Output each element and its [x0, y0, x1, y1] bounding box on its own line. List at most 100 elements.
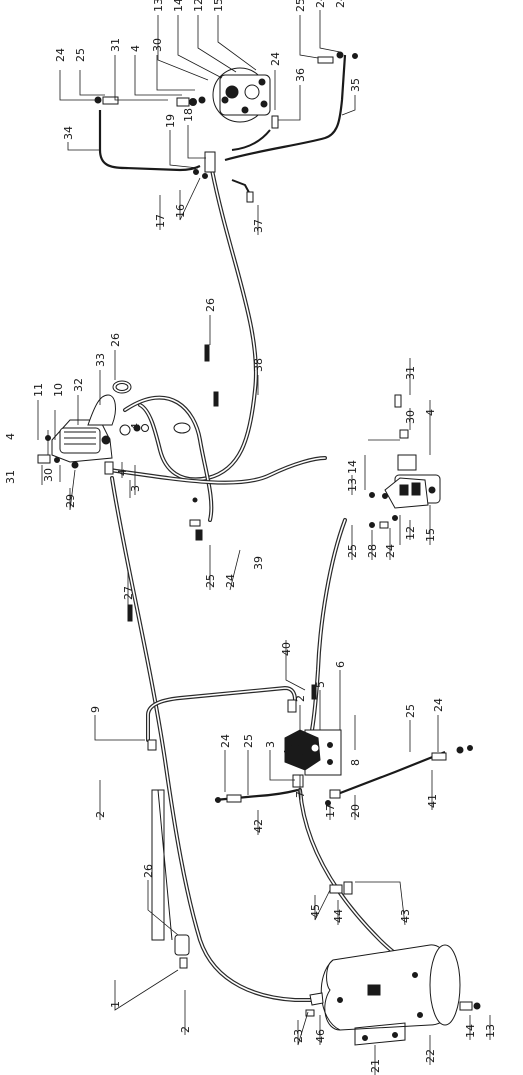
label-37: 37 — [252, 219, 265, 233]
label-15: 15 — [212, 0, 225, 12]
label-13: 13 — [346, 478, 359, 492]
label-18: 18 — [182, 108, 195, 122]
label-12: 12 — [192, 0, 205, 12]
label-42: 42 — [252, 819, 265, 833]
label-20: 20 — [349, 804, 362, 818]
label-14: 14 — [172, 0, 185, 12]
label-3: 3 — [264, 741, 277, 748]
part-numbers: 24 25 34 31 4 30 13 14 12 15 25 24 24 36… — [4, 0, 497, 1073]
label-45: 45 — [309, 904, 322, 918]
label-31: 31 — [404, 366, 417, 380]
label-4: 4 — [129, 423, 142, 430]
pipe-42 — [214, 788, 299, 802]
label-31: 31 — [109, 38, 122, 52]
label-24: 24 — [219, 734, 232, 748]
label-1: 1 — [109, 1001, 122, 1008]
label-25: 25 — [346, 544, 359, 558]
pipe-41 — [334, 750, 446, 797]
label-24: 24 — [384, 544, 397, 558]
label-6: 6 — [334, 661, 347, 668]
pipe-to-right-valve — [108, 456, 327, 485]
label-26: 26 — [142, 864, 155, 878]
air-tank — [305, 944, 481, 1046]
label-21: 21 — [369, 1059, 382, 1073]
rod-40 — [311, 684, 317, 700]
rod-27 — [127, 604, 133, 622]
label-22: 22 — [424, 1049, 437, 1063]
label-41: 41 — [426, 794, 439, 808]
label-38: 38 — [252, 358, 265, 372]
label-24: 24 — [432, 698, 445, 712]
label-25: 25 — [74, 48, 87, 62]
label-10: 10 — [52, 383, 65, 397]
label-4: 4 — [424, 409, 437, 416]
label-30: 30 — [151, 38, 164, 52]
label-26: 26 — [204, 298, 217, 312]
label-24: 24 — [334, 0, 347, 8]
pipe-35 — [224, 54, 347, 162]
filter-hose-26 — [147, 739, 190, 969]
label-13: 13 — [484, 1024, 497, 1038]
label-26: 26 — [109, 333, 122, 347]
label-25: 25 — [404, 704, 417, 718]
leader-lines — [37, 10, 491, 1075]
label-3: 3 — [129, 485, 142, 492]
label-33: 33 — [94, 353, 107, 367]
label-7: 7 — [294, 791, 307, 798]
label-5: 5 — [314, 681, 327, 688]
label-4: 4 — [4, 433, 17, 440]
label-43: 43 — [399, 909, 412, 923]
label-34: 34 — [62, 126, 75, 140]
label-16: 16 — [174, 204, 187, 218]
label-4: 4 — [282, 749, 295, 756]
label-4: 4 — [129, 45, 142, 52]
label-27: 27 — [122, 586, 135, 600]
rod-26-top — [204, 344, 219, 407]
pipe-39 — [123, 395, 214, 522]
label-24: 24 — [314, 0, 327, 8]
label-25: 25 — [294, 0, 307, 12]
label-2: 2 — [179, 1026, 192, 1033]
ring-26 — [112, 380, 191, 434]
label-2: 2 — [94, 811, 107, 818]
label-15: 15 — [424, 528, 437, 542]
foot-brake-valve — [37, 394, 149, 464]
top-fittings — [94, 51, 358, 203]
mid-fittings — [71, 461, 203, 541]
label-8: 8 — [349, 759, 362, 766]
label-24: 24 — [224, 574, 237, 588]
label-35: 35 — [349, 78, 362, 92]
label-29: 29 — [64, 494, 77, 508]
fittings-44-45 — [329, 881, 353, 895]
label-25: 25 — [204, 574, 217, 588]
side-fittings — [215, 745, 473, 803]
label-4: 4 — [116, 469, 129, 476]
label-25: 25 — [242, 734, 255, 748]
label-11: 11 — [32, 383, 45, 397]
label-31: 31 — [4, 470, 17, 484]
label-32: 32 — [72, 378, 85, 392]
label-23: 23 — [292, 1029, 305, 1043]
label-39: 39 — [252, 556, 265, 570]
label-30: 30 — [42, 468, 55, 482]
label-24: 24 — [54, 48, 67, 62]
right-relay-valve — [369, 394, 441, 529]
label-19: 19 — [164, 114, 177, 128]
top-relay-valve — [212, 67, 271, 123]
label-17: 17 — [154, 214, 167, 228]
label-44: 44 — [332, 909, 345, 923]
label-17: 17 — [324, 804, 337, 818]
label-46: 46 — [314, 1029, 327, 1043]
label-14: 14 — [464, 1024, 477, 1038]
label-30: 30 — [404, 410, 417, 424]
label-14: 14 — [346, 460, 359, 474]
label-28: 28 — [366, 544, 379, 558]
four-circuit-valve — [284, 699, 342, 806]
label-24: 24 — [269, 52, 282, 66]
label-9: 9 — [89, 706, 102, 713]
label-13: 13 — [152, 0, 165, 12]
label-2: 2 — [294, 695, 307, 702]
pipe-9 — [146, 685, 297, 742]
